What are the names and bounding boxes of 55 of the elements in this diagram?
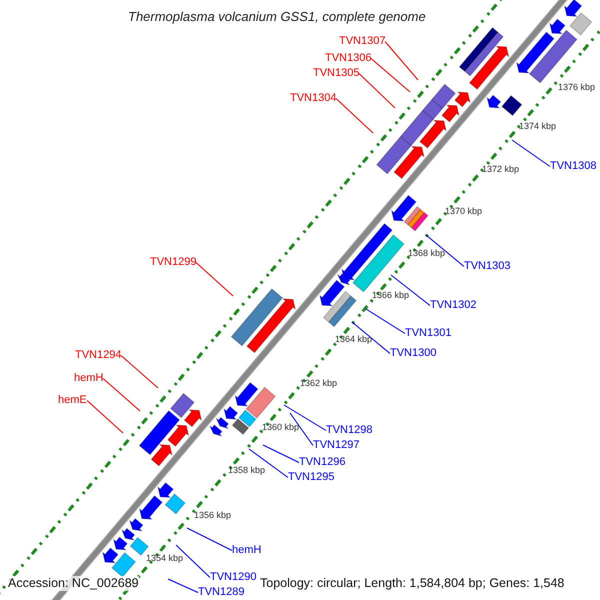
gene-label: TVN1298: [326, 424, 372, 437]
gene-label: TVN1304: [290, 92, 336, 105]
position-label: 1358 kbp: [228, 465, 266, 475]
leader-line: [366, 308, 406, 334]
gene-label: TVN1299: [150, 256, 196, 269]
leader-line: [176, 544, 210, 578]
gene-label: TVN1303: [464, 260, 510, 273]
leader-line: [384, 41, 418, 80]
gene-label: TVN1295: [288, 471, 334, 484]
gene-label: TVN1297: [313, 439, 360, 452]
position-label: 1360 kbp: [262, 422, 300, 432]
position-label: 1366 kbp: [372, 290, 410, 300]
leader-line: [186, 528, 232, 551]
position-label: 1356 kbp: [194, 510, 232, 520]
gene-label: TVN1308: [550, 160, 596, 173]
position-label: 1376 kbp: [558, 82, 596, 92]
gene-label: TVN1294: [75, 349, 122, 362]
leader-line: [102, 378, 140, 412]
gene-label: TVN1305: [313, 67, 360, 80]
leader-line: [120, 355, 158, 388]
genome-summary-text: Topology: circular; Length: 1,584,804 bp; Genes: 1,548: [260, 576, 564, 591]
position-label: 1370 kbp: [445, 206, 482, 216]
leader-line: [262, 444, 300, 463]
leader-line: [168, 578, 198, 593]
leader-line: [426, 234, 464, 267]
leader-line: [248, 448, 288, 478]
leader-line: [352, 322, 390, 354]
gene-label: hemH: [232, 544, 262, 557]
leader-line: [86, 400, 124, 434]
leader-line: [358, 73, 396, 108]
leader-line: [336, 98, 374, 134]
position-label: 1368 kbp: [408, 248, 446, 258]
gene-label: TVN1307: [339, 35, 386, 48]
position-label: 1372 kbp: [482, 164, 520, 174]
gene-label: TVN1300: [390, 347, 436, 360]
leader-line: [390, 274, 430, 306]
gene-label: TVN1290: [210, 571, 256, 584]
gene-label: TVN1289: [198, 586, 244, 599]
gene-label: TVN1302: [430, 299, 476, 312]
position-label: 1362 kbp: [300, 378, 338, 388]
leader-line: [196, 262, 234, 296]
position-label: 1374 kbp: [519, 121, 556, 131]
gene-label: hemE: [58, 394, 87, 407]
gene-label: TVN1301: [405, 327, 452, 340]
gene-label: TVN1306: [325, 52, 372, 65]
position-label: 1364 kbp: [335, 334, 372, 344]
gene-label: TVN1296: [299, 456, 346, 469]
leader-line: [370, 58, 410, 92]
leader-line: [512, 140, 550, 167]
accession-text: Accession: NC_002689: [8, 576, 139, 591]
leader-line: [290, 412, 314, 446]
gene-label: hemH: [74, 372, 104, 385]
leader-line: [284, 404, 326, 431]
position-label: 1354 kbp: [146, 553, 184, 563]
title: Thermoplasma volcanium GSS1, complete genome: [128, 10, 426, 23]
